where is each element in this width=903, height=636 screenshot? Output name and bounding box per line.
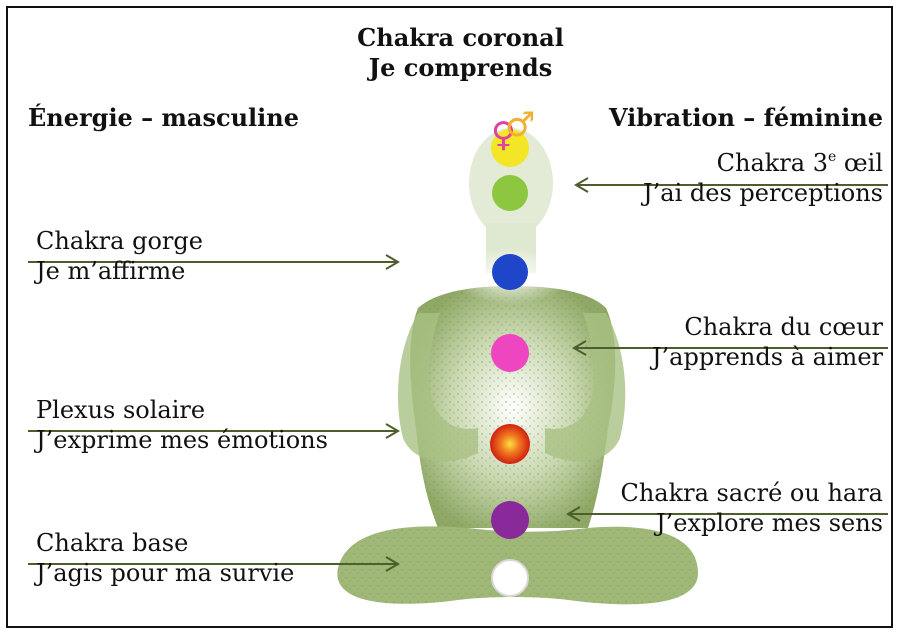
label-solar-desc: J’exprime mes émotions bbox=[36, 425, 328, 455]
label-root-name: Chakra base bbox=[36, 528, 294, 558]
label-heart-desc: J’apprends à aimer bbox=[652, 342, 883, 372]
header-left: Énergie – masculine bbox=[28, 103, 299, 133]
male-symbol-icon: ♂ bbox=[505, 105, 535, 145]
label-third-eye-name: Chakra 3e œil bbox=[643, 148, 883, 178]
label-throat: Chakra gorge Je m’affirme bbox=[36, 226, 203, 286]
label-root: Chakra base J’agis pour ma survie bbox=[36, 528, 294, 588]
chakra-third-eye-dot bbox=[492, 175, 528, 211]
label-third-eye-desc: J’ai des perceptions bbox=[643, 178, 883, 208]
crown-title-line1: Chakra coronal bbox=[308, 23, 613, 53]
chakra-solar-dot bbox=[490, 424, 530, 464]
label-heart: Chakra du cœur J’apprends à aimer bbox=[652, 312, 883, 372]
chakra-root-dot bbox=[492, 560, 528, 596]
chakra-throat-dot bbox=[492, 254, 528, 290]
label-solar: Plexus solaire J’exprime mes émotions bbox=[36, 395, 328, 455]
label-heart-name: Chakra du cœur bbox=[652, 312, 883, 342]
chakra-heart-dot bbox=[491, 334, 529, 372]
label-root-desc: J’agis pour ma survie bbox=[36, 558, 294, 588]
label-sacral: Chakra sacré ou hara J’explore mes sens bbox=[620, 478, 883, 538]
chakra-sacral-dot bbox=[491, 501, 529, 539]
label-throat-desc: Je m’affirme bbox=[36, 256, 203, 286]
label-solar-name: Plexus solaire bbox=[36, 395, 328, 425]
label-third-eye: Chakra 3e œil J’ai des perceptions bbox=[643, 148, 883, 208]
crown-title: Chakra coronal Je comprends bbox=[308, 23, 613, 83]
crown-title-line2: Je comprends bbox=[308, 53, 613, 83]
label-sacral-desc: J’explore mes sens bbox=[620, 508, 883, 538]
label-sacral-name: Chakra sacré ou hara bbox=[620, 478, 883, 508]
label-throat-name: Chakra gorge bbox=[36, 226, 203, 256]
diagram-frame: ♀ ♂ bbox=[6, 6, 893, 628]
header-right: Vibration – féminine bbox=[609, 103, 883, 133]
